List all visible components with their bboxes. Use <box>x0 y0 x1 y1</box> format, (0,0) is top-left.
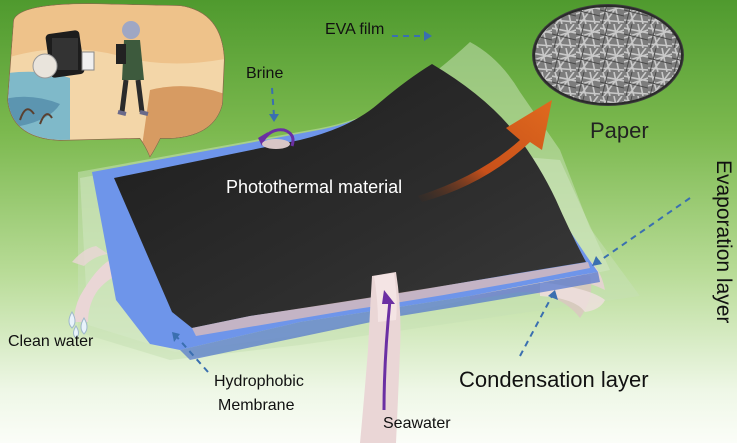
label-eva-film: EVA film <box>325 21 385 38</box>
label-clean-water: Clean water <box>8 333 94 350</box>
label-hydrophobic: Hydrophobic <box>214 373 304 390</box>
brine-arrow <box>258 128 295 149</box>
seawater-wick <box>360 272 401 443</box>
water-droplet-icon <box>68 311 88 339</box>
label-brine: Brine <box>246 65 284 82</box>
label-membrane: Membrane <box>218 397 295 414</box>
label-condensation-layer: Condensation layer <box>459 367 649 392</box>
purple-flow-arrow <box>382 299 392 411</box>
label-evaporation-layer: Evaporation layer <box>712 160 735 324</box>
photothermal-layer <box>114 64 586 328</box>
leader-arrowheads <box>172 31 602 342</box>
illustration-bubble <box>7 3 225 158</box>
label-seawater: Seawater <box>383 415 451 432</box>
leader-lines <box>175 35 691 373</box>
orange-vapor-arrow <box>418 100 552 202</box>
label-photothermal-material: Photothermal material <box>226 177 403 197</box>
label-paper: Paper <box>590 118 649 143</box>
sem-image <box>532 4 684 106</box>
